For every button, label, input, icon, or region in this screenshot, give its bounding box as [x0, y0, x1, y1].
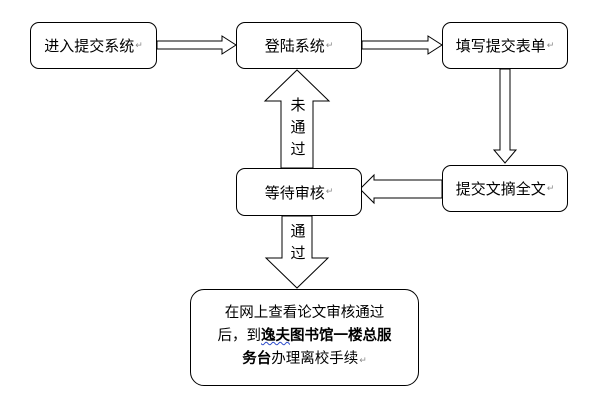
arrow-abstract-to-review: [359, 173, 443, 205]
arrow-review-to-login: [263, 69, 331, 169]
paragraph-mark: ↵: [325, 40, 334, 51]
node-final-procedure: 在网上查看论文审核通过 后，到逸夫图书馆一楼总服 务台办理离校手续↵: [190, 289, 419, 386]
paragraph-mark: ↵: [546, 40, 555, 51]
final-line-2-underlined: 逸夫: [261, 328, 290, 344]
paragraph-mark: ↵: [546, 183, 555, 194]
node-fill-form-label: 填写提交表单: [455, 37, 546, 55]
node-wait-review-label: 等待审核: [264, 183, 325, 202]
label-passed: 通 过: [288, 220, 308, 264]
final-text: 在网上查看论文审核通过 后，到逸夫图书馆一楼总服 务台办理离校手续↵: [218, 302, 392, 373]
node-login: 登陆系统↵: [236, 22, 362, 69]
paragraph-mark: ↵: [135, 40, 143, 51]
node-enter-system-label: 进入提交系统: [44, 37, 135, 55]
arrow-review-to-final: [264, 215, 330, 289]
paragraph-mark: ↵: [359, 356, 367, 366]
final-line-3-rest: 办理离校手续: [271, 351, 359, 367]
label-not-passed-char: 未: [290, 96, 306, 114]
final-line-1: 在网上查看论文审核通过: [224, 305, 385, 321]
label-not-passed-char: 通: [290, 118, 306, 136]
arrow-login-to-form: [361, 35, 443, 55]
label-not-passed-char: 过: [290, 140, 306, 158]
label-passed-char: 通: [290, 222, 306, 240]
final-line-2-prefix: 后，到: [217, 328, 262, 344]
node-submit-abstract-label: 提交文摘全文: [455, 180, 546, 198]
final-line-3-bold: 务台: [242, 351, 272, 367]
node-submit-abstract: 提交文摘全文↵: [442, 165, 568, 212]
label-not-passed: 未 通 过: [288, 94, 308, 160]
node-fill-form: 填写提交表单↵: [442, 22, 568, 69]
arrow-form-to-abstract: [492, 68, 518, 164]
node-enter-system: 进入提交系统↵: [30, 22, 157, 69]
node-login-label: 登陆系统: [264, 37, 325, 55]
final-line-2-bold: 图书馆一楼总服: [290, 328, 392, 344]
label-passed-char: 过: [290, 244, 306, 262]
paragraph-mark: ↵: [325, 187, 334, 197]
node-wait-review: 等待审核↵: [236, 168, 362, 216]
arrow-enter-to-login: [156, 35, 237, 55]
